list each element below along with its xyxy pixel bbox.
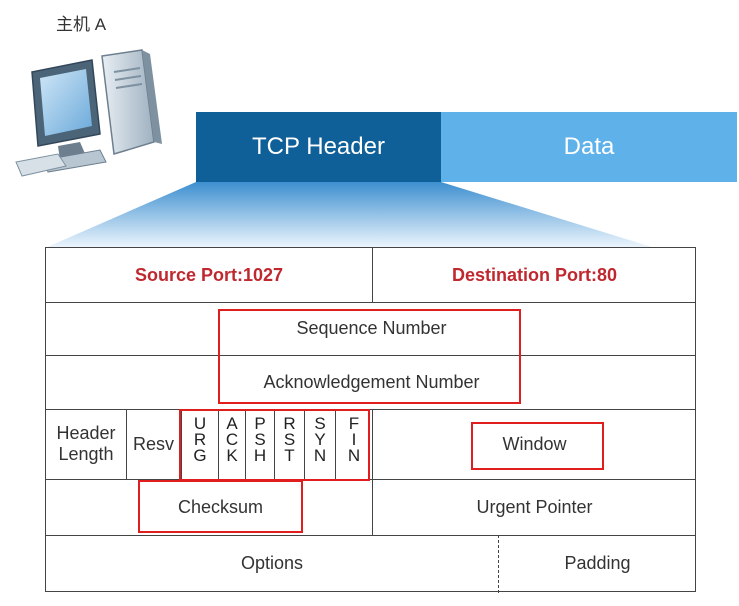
column-divider bbox=[218, 409, 219, 479]
column-divider bbox=[335, 409, 336, 479]
flags-highlight bbox=[179, 409, 370, 481]
row-divider bbox=[46, 535, 695, 536]
acknowledgement-number: Acknowledgement Number bbox=[263, 371, 480, 392]
sequence-number: Sequence Number bbox=[296, 318, 447, 338]
flag-rst: R S T bbox=[283, 414, 296, 465]
options: Options bbox=[240, 552, 304, 573]
urgent-pointer: Urgent Pointer bbox=[476, 496, 593, 517]
computer-icon bbox=[15, 49, 162, 177]
column-divider bbox=[245, 409, 246, 479]
flag-urg: U R G bbox=[193, 414, 207, 465]
column-divider bbox=[304, 409, 305, 479]
window: Window bbox=[502, 433, 567, 454]
seq-ack-highlight bbox=[218, 309, 521, 404]
flag-syn: S Y N bbox=[313, 414, 327, 465]
column-divider bbox=[372, 409, 373, 535]
tcp-header-bar: TCP Header bbox=[196, 112, 441, 182]
row-divider bbox=[46, 302, 695, 303]
row-divider bbox=[46, 479, 695, 480]
checksum-highlight bbox=[138, 480, 303, 533]
header-length: Header Length bbox=[56, 423, 116, 464]
expansion-fan bbox=[45, 182, 655, 248]
column-divider bbox=[274, 409, 275, 479]
host-label: 主机 A bbox=[56, 15, 107, 34]
column-divider bbox=[372, 248, 373, 302]
checksum: Checksum bbox=[177, 496, 264, 517]
source-port: Source Port:1027 bbox=[134, 264, 284, 285]
column-divider bbox=[181, 409, 182, 479]
dashed-divider bbox=[498, 535, 499, 593]
row-divider bbox=[46, 355, 695, 356]
tcp-header-table: Source Port:1027 Destination Port:80 Seq… bbox=[45, 247, 696, 593]
row-divider bbox=[46, 409, 695, 410]
destination-port: Destination Port:80 bbox=[451, 264, 618, 285]
column-divider bbox=[126, 409, 127, 479]
flag-ack: A C K bbox=[225, 414, 239, 465]
data-bar: Data bbox=[441, 112, 737, 182]
window-highlight bbox=[471, 422, 604, 470]
resv: Resv bbox=[132, 433, 174, 454]
flag-fin: F I N bbox=[347, 414, 361, 465]
padding: Padding bbox=[564, 552, 631, 573]
flag-psh: P S H bbox=[253, 414, 267, 465]
